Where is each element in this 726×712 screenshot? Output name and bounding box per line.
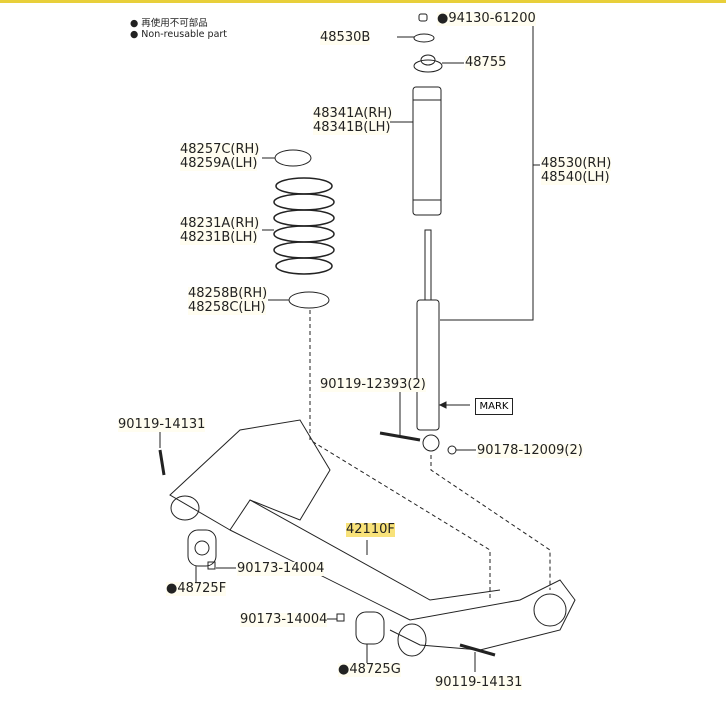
- bumper-icon: [413, 59, 443, 73]
- label-spring-rh[interactable]: 48231A(RH): [180, 216, 260, 231]
- label-bumper[interactable]: 48755: [465, 55, 507, 70]
- piston-rod-icon: [424, 229, 432, 301]
- bolt-right-icon: [459, 643, 496, 657]
- label-bolt-upper[interactable]: 90119-12393(2): [320, 377, 426, 392]
- label-upper-seat-lh[interactable]: 48259A(LH): [180, 156, 258, 171]
- label-bushing-left[interactable]: ●48725F: [166, 581, 227, 596]
- label-nut-top[interactable]: ●94130-61200: [437, 11, 536, 26]
- bushing-left-icon: [187, 529, 217, 567]
- label-nut-left[interactable]: 90173-14004: [237, 561, 325, 576]
- washer-icon: [413, 33, 435, 43]
- top-accent-bar: [0, 0, 726, 3]
- label-absorber-rh[interactable]: 48530(RH): [541, 156, 612, 171]
- nut-right-icon: [336, 613, 345, 622]
- label-boot-rh[interactable]: 48341A(RH): [313, 106, 393, 121]
- dust-boot-icon: [412, 86, 442, 216]
- label-spring-lh[interactable]: 48231B(LH): [180, 230, 258, 245]
- label-upper-seat-rh[interactable]: 48257C(RH): [180, 142, 260, 157]
- coil-spring-icon: [273, 177, 335, 275]
- label-boot-lh[interactable]: 48341B(LH): [313, 120, 391, 135]
- label-nut-right[interactable]: 90173-14004: [240, 612, 328, 627]
- nut-absorber-icon: [447, 445, 457, 455]
- nut-left-icon: [207, 561, 216, 570]
- label-lower-seat-rh[interactable]: 48258B(RH): [188, 286, 268, 301]
- label-bolt-left[interactable]: 90119-14131: [118, 417, 206, 432]
- label-nut-absorber[interactable]: 90178-12009(2): [477, 443, 583, 458]
- label-bushing-right[interactable]: ●48725G: [338, 662, 401, 677]
- label-lower-seat-lh[interactable]: 48258C(LH): [188, 300, 266, 315]
- bolt-left-icon: [158, 449, 166, 476]
- top-nut-icon: [418, 13, 428, 22]
- bolt-upper-icon: [379, 431, 421, 442]
- lower-spring-seat-icon: [288, 291, 330, 309]
- bushing-right-icon: [355, 611, 385, 645]
- label-absorber-lh[interactable]: 48540(LH): [541, 170, 610, 185]
- label-washer[interactable]: 48530B: [320, 30, 371, 45]
- upper-spring-seat-icon: [274, 149, 312, 167]
- label-axle-beam[interactable]: 42110F: [346, 522, 395, 537]
- legend-japanese: ● 再使用不可部品: [130, 18, 208, 29]
- label-bolt-right[interactable]: 90119-14131: [435, 675, 523, 690]
- axle-beam-icon: [169, 419, 576, 657]
- legend-english: ● Non-reusable part: [130, 29, 228, 40]
- shock-absorber-icon: [416, 299, 440, 431]
- mark-box: MARK: [475, 398, 513, 415]
